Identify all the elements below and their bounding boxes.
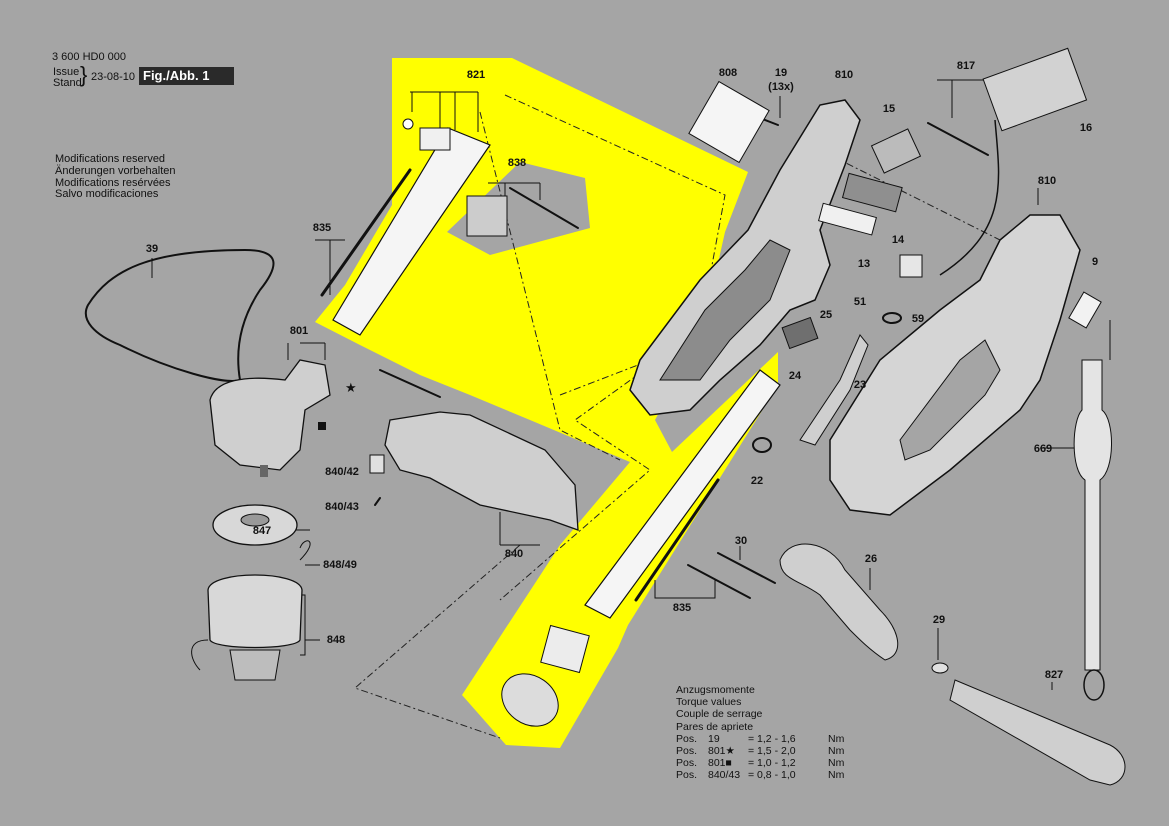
part-label-14: 14 — [891, 234, 905, 246]
note-line: Modifications reserved — [55, 153, 166, 165]
part-label-835: 835 — [672, 602, 692, 614]
torque-values-table: Anzugsmomente Torque values Couple de se… — [676, 684, 844, 782]
note-line: Salvo modificaciones — [55, 188, 159, 200]
part-label-51: 51 — [853, 296, 867, 308]
issue-label: Issue — [53, 66, 80, 78]
part-label-39: 39 — [145, 243, 159, 255]
svg-text:★: ★ — [345, 380, 357, 395]
part-label-810: 810 — [1037, 175, 1057, 187]
brace-icon: } — [80, 62, 88, 87]
lower-shaft-tube — [584, 369, 781, 619]
stand-label: Stand — [53, 77, 82, 89]
doc-number: 3 600 HD0 000 — [52, 51, 126, 63]
part-label-848-49: 848/49 — [323, 559, 357, 571]
part-label-9: 9 — [1091, 256, 1099, 268]
part-838-pad — [466, 195, 508, 237]
note-line: Änderungen vorbehalten — [55, 165, 176, 177]
rod-835-lower — [634, 478, 720, 602]
part-label-19-qty: (13x) — [768, 81, 794, 93]
motor-head — [209, 359, 331, 471]
part-label-840-42: 840/42 — [325, 466, 359, 478]
part-label-840-43: 840/43 — [325, 501, 359, 513]
rod-835-upper — [320, 168, 412, 297]
part-label-821: 821 — [466, 69, 486, 81]
upper-shaft-tube — [332, 127, 491, 336]
lever-23 — [799, 334, 869, 446]
part-label-848: 848 — [326, 634, 346, 646]
torque-heading: Anzugsmomente — [676, 684, 755, 696]
issue-date: 23-08-10 — [91, 71, 136, 83]
part-label-13: 13 — [857, 258, 871, 270]
part-label-827: 827 — [1044, 669, 1064, 681]
part-label-26: 26 — [864, 553, 878, 565]
part-label-669: 669 — [1033, 443, 1053, 455]
cable-39 — [84, 248, 275, 382]
housing-left-inner — [659, 239, 791, 381]
label-808 — [688, 80, 770, 164]
housing-left-half — [629, 99, 861, 416]
part-label-59: 59 — [911, 313, 925, 325]
torque-heading: Torque values — [676, 696, 742, 709]
note-line: Modifications resérvées — [55, 177, 171, 189]
part-label-23: 23 — [853, 379, 867, 391]
dashline-4 — [354, 544, 521, 739]
guard-840 — [384, 411, 579, 531]
figure-label: Fig./Abb. 1 — [139, 67, 234, 85]
part-label-847: 847 — [252, 525, 272, 537]
part-label-30: 30 — [734, 535, 748, 547]
grip-827 — [949, 679, 1126, 786]
part-label-838: 838 — [507, 157, 527, 169]
part-label-16: 16 — [1079, 122, 1093, 134]
part-label-840: 840 — [504, 548, 524, 560]
part-label-810: 810 — [834, 69, 854, 81]
dashline-5 — [819, 149, 1001, 241]
switch-box-817 — [982, 47, 1088, 132]
part-label-22: 22 — [750, 475, 764, 487]
strap-669 — [1073, 359, 1112, 671]
part-label-29: 29 — [932, 614, 946, 626]
torque-heading: Couple de serrage — [676, 708, 763, 721]
part-label-808: 808 — [718, 67, 738, 79]
part-label-835: 835 — [312, 222, 332, 234]
part-label-19: 19 — [774, 67, 788, 79]
torque-heading: Pares de apriete — [676, 720, 754, 733]
part-label-24: 24 — [788, 370, 802, 382]
handle-26 — [779, 543, 899, 661]
part-label-15: 15 — [882, 103, 896, 115]
housing-right-half — [829, 214, 1081, 516]
part-label-817: 817 — [956, 60, 976, 72]
part-label-801: 801 — [289, 325, 309, 337]
part-label-25: 25 — [819, 309, 833, 321]
housing-right-grip — [899, 339, 1001, 461]
spool-cover-848 — [207, 574, 303, 649]
